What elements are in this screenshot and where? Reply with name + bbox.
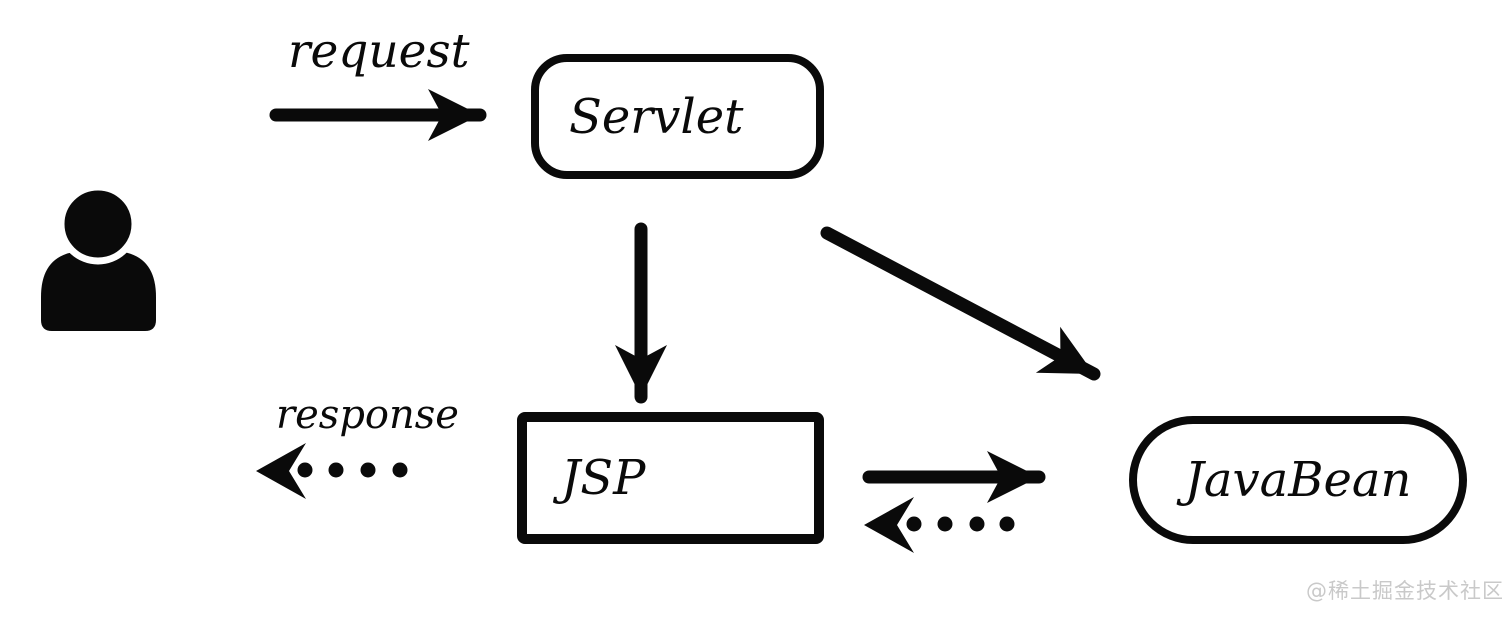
user-icon <box>41 183 156 331</box>
javabean-to-jsp-dotted-arrow <box>864 497 1015 553</box>
node-jsp: JSP <box>517 412 824 544</box>
watermark-text: @稀土掘金技术社区 <box>1306 579 1504 603</box>
node-javabean: JavaBean <box>1129 416 1467 544</box>
request-edge-label: request <box>288 24 470 79</box>
node-jsp-label: JSP <box>561 450 646 506</box>
response-dotted-arrow <box>256 443 408 499</box>
node-servlet-label: Servlet <box>569 88 744 145</box>
node-javabean-label: JavaBean <box>1184 452 1412 508</box>
node-servlet: Servlet <box>531 54 824 179</box>
servlet-to-javabean-arrow <box>820 226 1101 381</box>
response-edge-label: response <box>276 392 459 438</box>
